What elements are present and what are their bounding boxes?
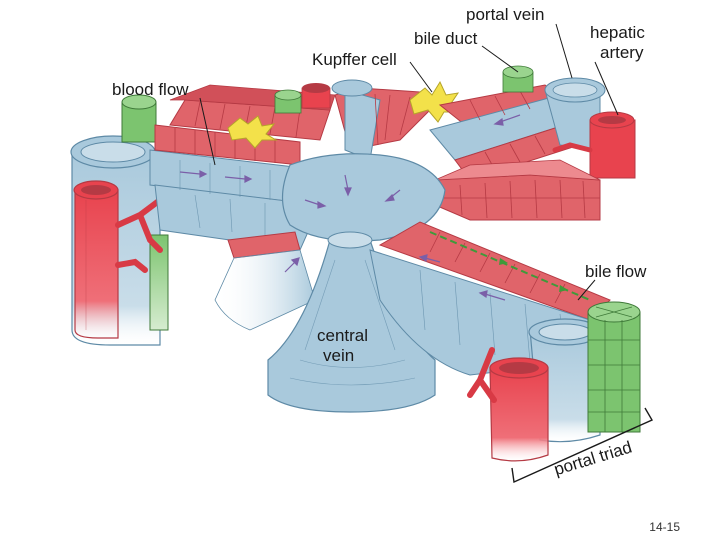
kupffer-cell-left	[227, 115, 278, 149]
central-vein-label-line2: vein	[323, 346, 355, 365]
leader-lines	[199, 23, 619, 301]
slide-number: 14-15	[649, 520, 680, 534]
portal-vein-label: portal vein	[466, 5, 545, 24]
lower-left-sinusoid-plate	[214, 231, 316, 331]
bile-duct-label: bile duct	[414, 29, 478, 48]
portal-triad-bracket	[511, 407, 653, 484]
central-vein	[267, 231, 436, 413]
hepatic-artery-label-line2: artery	[600, 43, 644, 62]
right-portal-triad	[467, 301, 641, 462]
right-hepatocyte-block	[434, 159, 601, 221]
central-vein-label-line1: central	[317, 326, 369, 345]
upper-left-sinusoid-plate	[169, 83, 336, 141]
bile-flow-label: bile flow	[585, 262, 647, 281]
kupffer-cell-label: Kupffer cell	[312, 50, 397, 69]
hepatic-artery-label-line1: hepatic	[590, 23, 645, 42]
left-portal-triad	[70, 94, 169, 346]
central-sinusoid-junction	[281, 153, 446, 242]
blood-flow-label: blood flow	[112, 80, 189, 99]
